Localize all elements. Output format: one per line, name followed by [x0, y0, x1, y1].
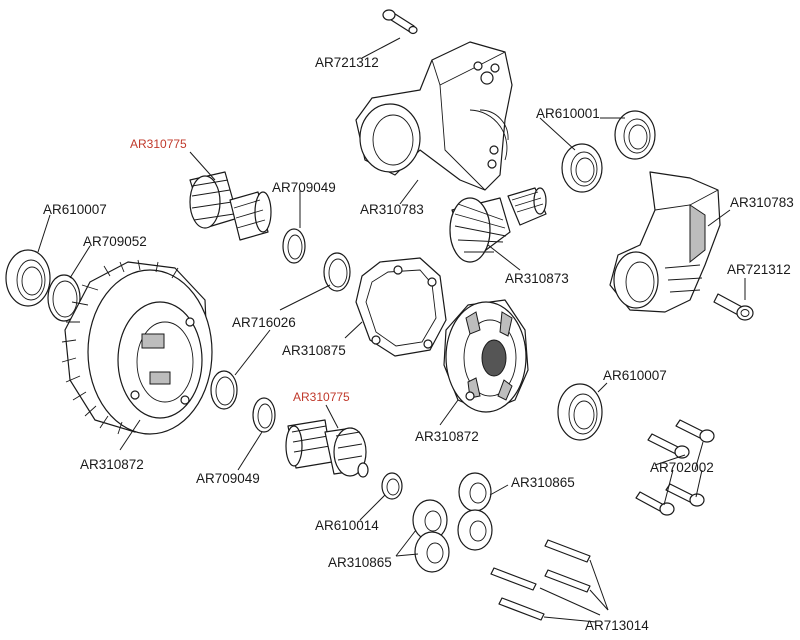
bearing-ar610001-b: [614, 110, 656, 160]
pin-ar721312-top: [382, 9, 418, 35]
label-ar310775-bottom: AR310775: [293, 390, 350, 404]
ring-gear-ar310872: [61, 259, 213, 435]
housing-ar310783-upper: [355, 41, 513, 191]
bearing-ar610007-left: [5, 249, 51, 307]
label-ar709052: AR709052: [83, 234, 147, 249]
label-ar709049-bottom: AR709049: [196, 471, 260, 486]
label-ar610007-left: AR610007: [43, 202, 107, 217]
label-ar310775-top: AR310775: [130, 137, 187, 151]
shim-ar716026-upper: [323, 252, 351, 292]
label-ar610001: AR610001: [536, 106, 600, 121]
label-ar610007-right: AR610007: [603, 368, 667, 383]
label-ar721312-right: AR721312: [727, 262, 791, 277]
label-ar716026: AR716026: [232, 315, 296, 330]
label-ar310873: AR310873: [505, 271, 569, 286]
shim-ar709052: [47, 274, 81, 322]
label-ar310865-bottom: AR310865: [328, 555, 392, 570]
pinion-ar310873: [449, 187, 547, 263]
label-ar310865-top: AR310865: [511, 475, 575, 490]
label-ar702002: AR702002: [650, 460, 714, 475]
pin-ar721312-right: [713, 293, 754, 321]
label-ar310872-left: AR310872: [80, 457, 144, 472]
label-ar610014: AR610014: [315, 518, 379, 533]
label-ar721312-top: AR721312: [315, 55, 379, 70]
shim-ar709049-bottom: [252, 397, 276, 433]
shim-ar716026-lower: [210, 370, 238, 410]
gasket-ar310875: [355, 257, 447, 357]
pins-ar713014: [490, 539, 591, 621]
pinion-ar310775-bottom: [285, 419, 369, 478]
label-ar310872-mid: AR310872: [415, 429, 479, 444]
shim-ar709049-top: [282, 228, 306, 264]
screws-ar702002: [635, 419, 715, 516]
label-ar310875: AR310875: [282, 343, 346, 358]
pinion-ar310775-top: [189, 171, 272, 241]
label-ar713014: AR713014: [585, 618, 649, 633]
bearing-ar610014: [381, 472, 403, 500]
leader-lines: [37, 37, 746, 623]
spider-gears-ar310865: [412, 472, 493, 573]
callout-labels: AR721312 AR310775 AR610001 AR709049 AR31…: [43, 55, 794, 633]
diff-case-ar310872: [443, 299, 529, 413]
label-ar310783-mid: AR310783: [360, 202, 424, 217]
bearing-ar610001-a: [561, 143, 603, 193]
label-ar709049-top: AR709049: [272, 180, 336, 195]
bearing-ar610007-right: [557, 383, 603, 441]
housing-ar310783-right: [609, 171, 721, 313]
label-ar310783-right: AR310783: [730, 195, 794, 210]
